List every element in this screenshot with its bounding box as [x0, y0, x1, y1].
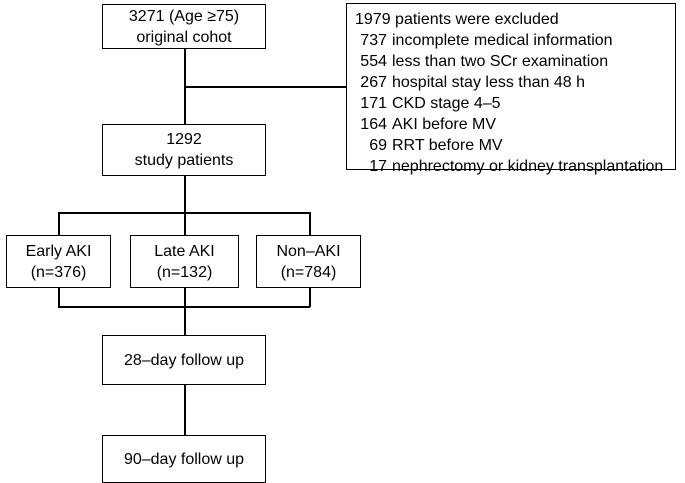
group-name: Non–AKI: [276, 242, 341, 260]
group-count: (n=132): [156, 263, 213, 281]
connector-to-exclusion: [184, 86, 346, 88]
exclusion-reason: less than two SCr examination: [392, 53, 609, 70]
exclusion-count: 737: [360, 32, 387, 49]
exclusion-count: 267: [360, 74, 387, 91]
exclusion-item: 554 less than two SCr examination: [355, 51, 675, 72]
followup-90-label: 90–day follow up: [123, 450, 245, 468]
exclusion-reason: incomplete medical information: [392, 32, 613, 49]
exclusion-item: 267 hospital stay less than 48 h: [355, 72, 675, 93]
exclusion-header: 1979 patients were excluded: [355, 11, 559, 28]
connector-28-to-90: [184, 384, 186, 435]
connector-study-down: [184, 175, 186, 213]
group-count: (n=376): [30, 263, 87, 281]
exclusion-box: 1979 patients were excluded 737 incomplet…: [346, 3, 676, 175]
exclusion-reason: CKD stage 4–5: [392, 95, 501, 112]
connector-merge-down: [184, 287, 186, 335]
group-box-non-aki: Non–AKI (n=784): [256, 235, 361, 288]
study-patients-label: study patients: [134, 152, 234, 169]
exclusion-count: 164: [360, 116, 387, 133]
original-cohort-count: 3271 (Age ≥75): [128, 7, 240, 25]
study-patients-count: 1292: [166, 131, 202, 148]
study-patients-box: 1292 study patients: [102, 124, 266, 176]
group-count: (n=784): [280, 263, 337, 281]
exclusion-item: 164 AKI before MV: [355, 114, 675, 135]
exclusion-count: 17: [369, 158, 387, 175]
exclusion-count: 554: [360, 53, 387, 70]
followup-90-box: 90–day follow up: [102, 435, 266, 483]
followup-28-box: 28–day follow up: [102, 335, 266, 385]
connector-merge-non: [309, 287, 311, 307]
exclusion-item: 69 RRT before MV: [355, 135, 675, 156]
group-box-late-aki: Late AKI (n=132): [130, 235, 239, 288]
connector-branch-late: [184, 212, 186, 235]
exclusion-reason: RRT before MV: [392, 137, 503, 154]
exclusion-reason: nephrectomy or kidney transplantation: [392, 158, 664, 175]
group-box-early-aki: Early AKI (n=376): [6, 235, 111, 288]
followup-28-label: 28–day follow up: [123, 351, 245, 369]
exclusion-item: 737 incomplete medical information: [355, 30, 675, 51]
exclusion-item: 17 nephrectomy or kidney transplantation: [355, 156, 675, 177]
original-cohort-box: 3271 (Age ≥75) original cohot: [102, 4, 266, 49]
connector-branch-early: [58, 212, 60, 235]
group-name: Late AKI: [154, 242, 215, 260]
exclusion-count: 171: [360, 95, 387, 112]
exclusion-reason: AKI before MV: [392, 116, 497, 133]
exclusion-count: 69: [369, 137, 387, 154]
connector-branch-non: [309, 212, 311, 235]
exclusion-item: 171 CKD stage 4–5: [355, 93, 675, 114]
exclusion-reason: hospital stay less than 48 h: [392, 74, 586, 91]
connector-merge-early: [58, 287, 60, 307]
original-cohort-label: original cohot: [136, 28, 232, 46]
group-name: Early AKI: [25, 242, 92, 260]
